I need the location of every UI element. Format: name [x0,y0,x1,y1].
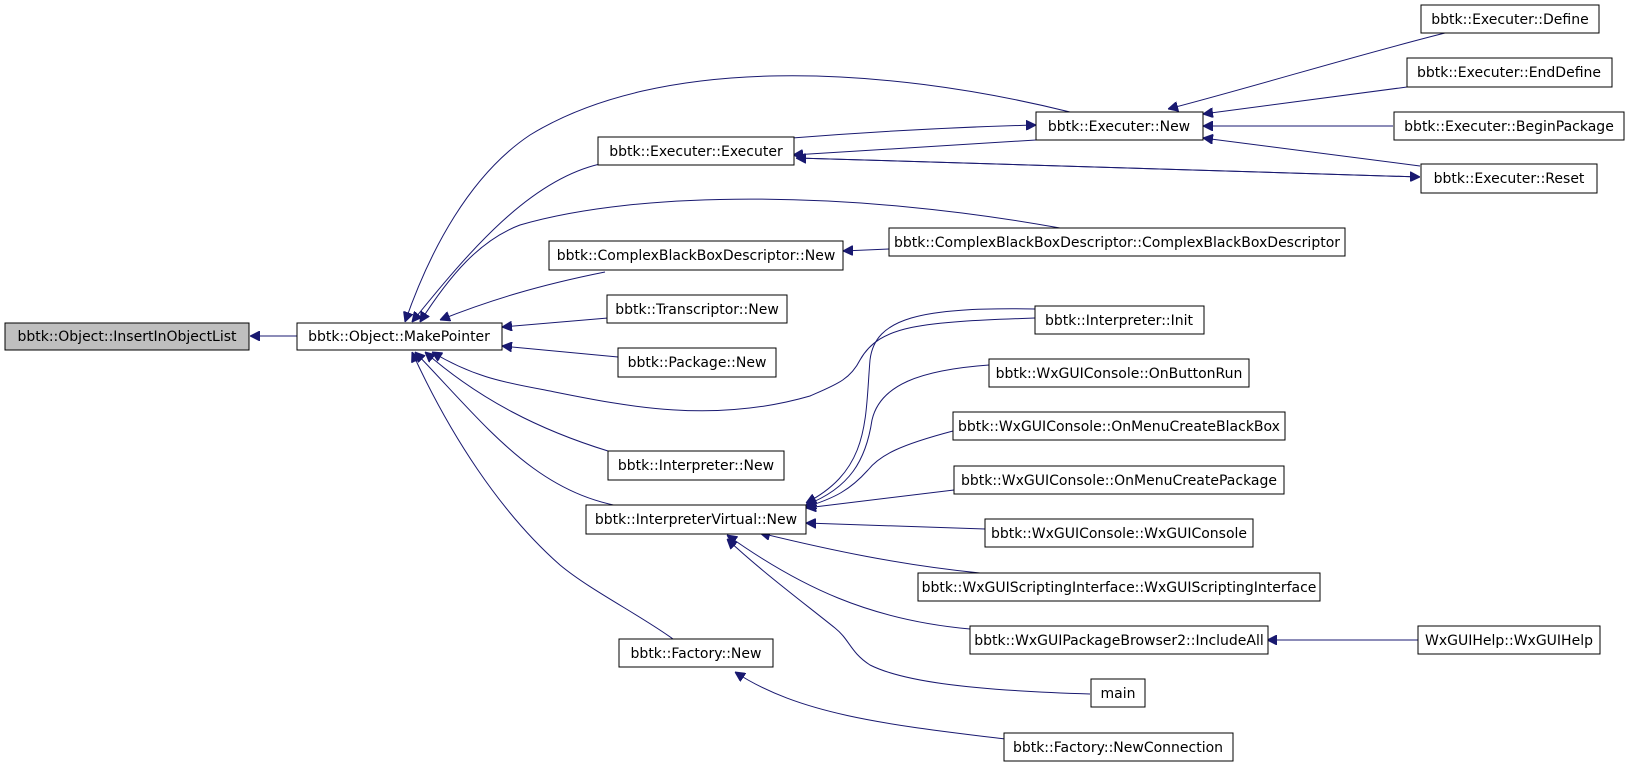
edge-interpreternew-to-makepointer [425,352,609,452]
node-label: bbtk::WxGUIConsole::OnButtonRun [996,366,1243,382]
node-executer-executer[interactable]: bbtk::Executer::Executer [597,136,795,166]
node-label: bbtk::Object::InsertInObjectList [17,329,237,345]
node-wx-package-browser-include-all[interactable]: bbtk::WxGUIPackageBrowser2::IncludeAll [969,625,1269,655]
node-wx-scripting-interface[interactable]: bbtk::WxGUIScriptingInterface::WxGUIScri… [917,572,1321,602]
edge-cbbdnew-to-makepointer [440,271,606,320]
node-label: bbtk::Executer::New [1048,119,1190,135]
edge-scriptinginterface-to-interpretervirtualnew [760,533,981,574]
node-wx-on-menu-create-blackbox[interactable]: bbtk::WxGUIConsole::OnMenuCreateBlackBox [952,411,1286,441]
node-label: bbtk::Factory::New [631,646,762,662]
node-label: bbtk::Interpreter::New [618,458,774,474]
node-interpreter-init[interactable]: bbtk::Interpreter::Init [1034,305,1205,335]
edge-wxguiconsole-to-interpretervirtualnew [806,523,986,530]
node-insert-in-object-list[interactable]: bbtk::Object::InsertInObjectList [4,322,250,351]
node-label: bbtk::Object::MakePointer [308,329,490,345]
node-cbbd-constructor[interactable]: bbtk::ComplexBlackBoxDescriptor::Complex… [888,227,1346,257]
edge-executerexecuter-to-makepointer [412,163,601,322]
edge-interpreterinit-to-interpretervirtualnew [806,308,1036,503]
edge-cbbdctor-to-makepointer [420,198,1061,322]
edge-interpretervirtualnew-to-makepointer [415,352,641,510]
node-executer-reset[interactable]: bbtk::Executer::Reset [1420,163,1598,194]
edge-onmenucreatepackage-to-interpretervirtualnew [806,489,955,508]
node-interpreter-virtual-new[interactable]: bbtk::InterpreterVirtual::New [585,504,807,535]
node-label: bbtk::WxGUIConsole::OnMenuCreateBlackBox [958,419,1280,435]
edge-define-to-executernew [1168,32,1446,109]
edge-onbuttonrun-to-interpretervirtualnew [806,364,990,505]
edge-reset-to-executernew [1203,138,1421,167]
edge-executerexecuter-to-executerreset [795,157,1420,177]
edge-package-to-makepointer [502,346,619,358]
node-label: WxGUIHelp::WxGUIHelp [1425,633,1593,649]
edge-main-to-interpretervirtualnew [727,539,1091,695]
node-label: bbtk::Transcriptor::New [615,302,779,318]
edge-enddefine-to-executernew [1203,86,1408,114]
node-label: bbtk::Factory::NewConnection [1013,740,1223,756]
node-executer-define[interactable]: bbtk::Executer::Define [1420,4,1600,34]
edge-onmenucreateblackbox-to-interpretervirtualnew [806,430,954,507]
edge-factorynew-to-makepointer [412,352,674,640]
edge-transcriptor-to-makepointer [502,317,609,327]
edge-executerexecuter-to-executernew [791,125,1036,139]
node-label: bbtk::WxGUIScriptingInterface::WxGUIScri… [922,580,1317,596]
node-label: bbtk::Executer::Reset [1434,171,1585,187]
node-label: main [1101,686,1136,702]
node-executer-end-define[interactable]: bbtk::Executer::EndDefine [1406,57,1613,88]
edge-interpreterinit-to-makepointer [432,317,1036,412]
node-wx-on-button-run[interactable]: bbtk::WxGUIConsole::OnButtonRun [988,358,1250,388]
node-transcriptor-new[interactable]: bbtk::Transcriptor::New [606,294,788,324]
node-executer-new[interactable]: bbtk::Executer::New [1035,111,1204,141]
node-main[interactable]: main [1090,678,1146,708]
edge-executernew-to-makepointer [405,75,1071,322]
node-label: bbtk::Executer::Executer [609,144,783,160]
node-label: bbtk::Interpreter::Init [1045,313,1194,329]
node-label: bbtk::Executer::EndDefine [1417,65,1601,81]
node-make-pointer[interactable]: bbtk::Object::MakePointer [296,322,503,351]
edges [250,32,1446,740]
node-cbbd-new[interactable]: bbtk::ComplexBlackBoxDescriptor::New [548,240,844,271]
node-interpreter-new[interactable]: bbtk::Interpreter::New [607,450,785,481]
node-label: bbtk::Executer::Define [1431,12,1588,28]
node-factory-new[interactable]: bbtk::Factory::New [618,638,774,668]
node-label: bbtk::WxGUIConsole::WxGUIConsole [991,526,1247,542]
node-label: bbtk::InterpreterVirtual::New [595,512,797,528]
node-label: bbtk::WxGUIConsole::OnMenuCreatePackage [961,473,1277,489]
node-label: bbtk::Package::New [628,355,767,371]
node-executer-begin-package[interactable]: bbtk::Executer::BeginPackage [1393,111,1625,141]
nodes: bbtk::Object::InsertInObjectList bbtk::O… [4,4,1625,762]
node-factory-new-connection[interactable]: bbtk::Factory::NewConnection [1003,732,1234,762]
node-label: bbtk::ComplexBlackBoxDescriptor::Complex… [894,235,1340,251]
node-wx-gui-console[interactable]: bbtk::WxGUIConsole::WxGUIConsole [984,518,1254,548]
edge-cbbdctor-to-cbbdnew [843,249,890,251]
edge-newconnection-to-factorynew [735,672,1006,740]
node-package-new[interactable]: bbtk::Package::New [617,347,777,378]
node-label: bbtk::WxGUIPackageBrowser2::IncludeAll [974,633,1264,649]
edge-includeall-to-interpretervirtualnew [727,535,971,630]
node-label: bbtk::ComplexBlackBoxDescriptor::New [557,248,836,264]
node-wx-on-menu-create-package[interactable]: bbtk::WxGUIConsole::OnMenuCreatePackage [953,465,1285,495]
node-wx-gui-help[interactable]: WxGUIHelp::WxGUIHelp [1417,625,1601,655]
node-label: bbtk::Executer::BeginPackage [1404,119,1614,135]
edge-executernew-to-executerexecuter [793,139,1037,155]
